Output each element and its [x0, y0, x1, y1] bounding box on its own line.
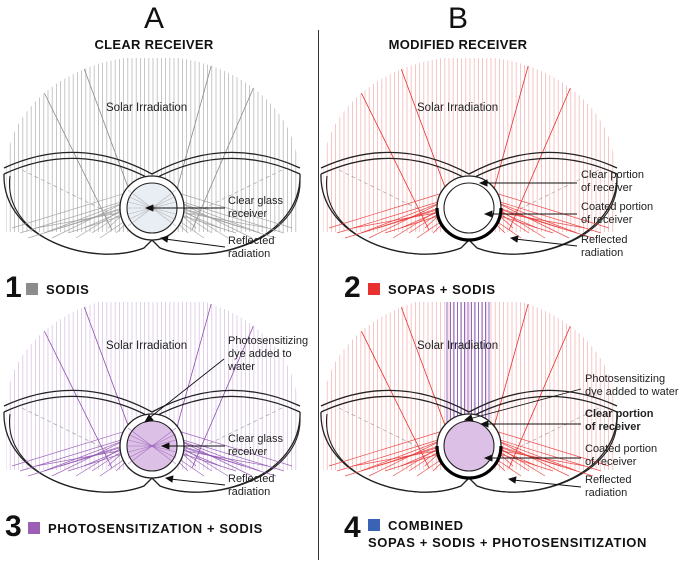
panel-2-label-3a: Reflected — [581, 234, 627, 246]
panel-3-label-2a: Clear glass — [228, 433, 284, 445]
column-a-letter: A — [143, 2, 164, 35]
panel-4-label-4a: Reflected — [585, 474, 631, 486]
panel-4-label-3b: of receiver — [585, 456, 637, 468]
panel-4-label-1a: Photosensitizing — [585, 373, 665, 385]
panel-2-label-2a: Coated portion — [581, 201, 653, 213]
panel-3-legend-text: PHOTOSENSITIZATION + SODIS — [48, 521, 263, 536]
panel-1-label-1a: Clear glass — [228, 195, 284, 207]
panel-4-diagram: Solar Irradiation Photosensitizing dye a… — [320, 302, 679, 499]
panel-4-legend-line-2: SOPAS + SODIS + PHOTOSENSITIZATION — [368, 535, 648, 550]
panel-4-legend: COMBINED SOPAS + SODIS + PHOTOSENSITIZAT… — [368, 518, 647, 550]
panel-3-number: 3 — [5, 510, 22, 543]
panel-2-legend: SOPAS + SODIS — [368, 282, 496, 297]
panel-3-label-1b: dye added to — [228, 348, 292, 360]
panel-1-label-2b: radiation — [228, 248, 270, 260]
panel-3-label-3b: radiation — [228, 486, 270, 498]
panel-4-number: 4 — [344, 511, 361, 544]
panel-1-legend-text: SODIS — [46, 282, 90, 297]
panel-1-diagram: Solar Irradiation Clear glass receiver R… — [3, 58, 301, 260]
panel-3-swatch — [28, 522, 40, 534]
panel-3-label-3a: Reflected — [228, 473, 274, 485]
panel-4-label-3a: Coated portion — [585, 443, 657, 455]
panel-2-label-3b: radiation — [581, 247, 623, 259]
panel-3-label-1a: Photosensitizing — [228, 335, 308, 347]
panel-2-legend-text: SOPAS + SODIS — [388, 282, 496, 297]
panel-1-legend: SODIS — [26, 282, 89, 297]
panel-1-swatch — [26, 283, 38, 295]
panel-4-label-1b: dye added to water — [585, 386, 679, 398]
panel-2-number: 2 — [344, 271, 361, 304]
panel-4-swatch — [368, 519, 380, 531]
panel-4-label-2a: Clear portion — [585, 408, 654, 420]
panel-3-legend: PHOTOSENSITIZATION + SODIS — [28, 521, 263, 536]
panel-3-label-2b: receiver — [228, 446, 267, 458]
panel-1-label-2a: Reflected — [228, 235, 274, 247]
panel-4-irradiation-label: Solar Irradiation — [417, 340, 498, 352]
panel-1-irradiation-label: Solar Irradiation — [106, 102, 187, 114]
panel-3-irradiation-label: Solar Irradiation — [106, 340, 187, 352]
panel-2-diagram: Solar Irradiation Clear portion of recei… — [320, 58, 653, 259]
panel-2-swatch — [368, 283, 380, 295]
panel-4-legend-line-1: COMBINED — [388, 518, 464, 533]
panel-1-number: 1 — [5, 271, 22, 304]
panel-4-label-4b: radiation — [585, 487, 627, 499]
column-divider — [318, 30, 319, 560]
panel-3-label-1c: water — [227, 361, 255, 373]
panel-4-label-2b: of receiver — [585, 421, 641, 433]
panel-2-label-1a: Clear portion — [581, 169, 644, 181]
panel-2-label-1b: of receiver — [581, 182, 633, 194]
column-a-subtitle: CLEAR RECEIVER — [94, 37, 214, 52]
column-b-letter: B — [447, 2, 468, 35]
panel-2-label-2b: of receiver — [581, 214, 633, 226]
panel-1-label-1b: receiver — [228, 208, 267, 220]
column-b-subtitle: MODIFIED RECEIVER — [388, 37, 528, 52]
panel-3-diagram: Solar Irradiation Photosensitizing dye a… — [3, 302, 308, 498]
panel-2-irradiation-label: Solar Irradiation — [417, 102, 498, 114]
